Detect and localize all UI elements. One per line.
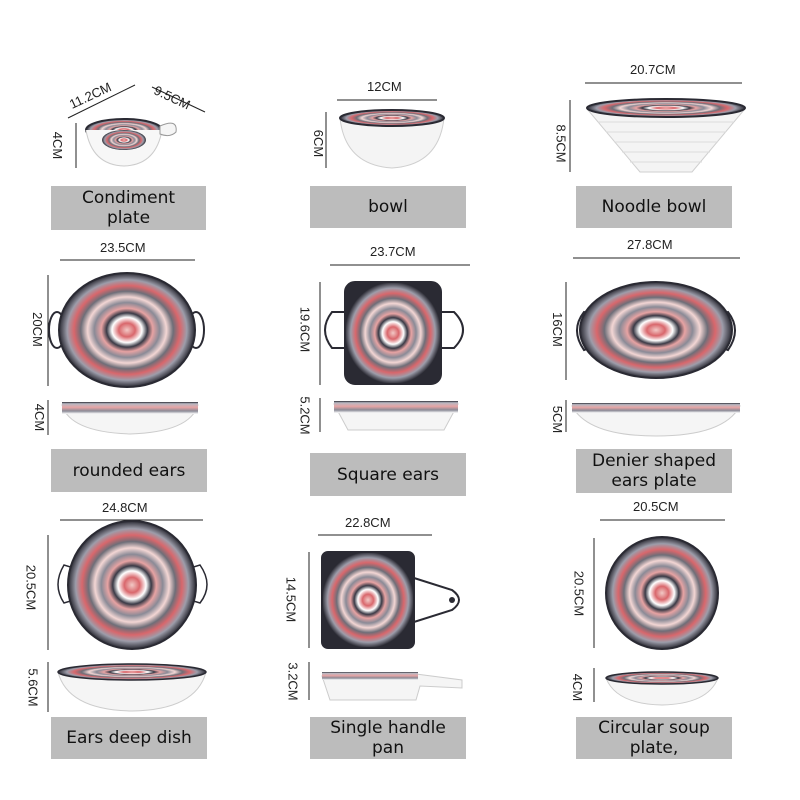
denier-dim-a: 27.8CM <box>627 237 673 252</box>
noodle-dim-a: 20.7CM <box>630 62 676 77</box>
deep-dish-label: Ears deep dish <box>51 717 207 759</box>
handle-pan-label: Single handle pan <box>310 717 466 759</box>
label-line-1: Square ears <box>337 464 439 485</box>
rounded-dim-a: 23.5CM <box>100 240 146 255</box>
label-line-1: Circular soup <box>598 718 710 738</box>
soup-dim-b: 20.5CM <box>571 570 587 617</box>
bowl-label: bowl <box>310 186 466 228</box>
square-ears-label: Square ears <box>310 453 466 496</box>
soup-dim-a: 20.5CM <box>633 499 679 514</box>
label-line-1: Noodle bowl <box>601 197 707 217</box>
condiment-plate-label: Condiment plate <box>51 186 206 230</box>
label-line-1: Ears deep dish <box>66 728 192 748</box>
label-line-1: Denier shaped <box>592 451 716 471</box>
rounded-ears-label: rounded ears <box>51 449 207 492</box>
label-line-1: rounded ears <box>72 460 186 481</box>
label-line-2: ears plate <box>611 471 697 491</box>
label-line-1: Condiment <box>81 188 176 208</box>
soup-plate-label: Circular soup plate, <box>576 717 732 759</box>
label-line-2: plate <box>106 208 151 228</box>
label-line-2: plate, <box>629 738 679 758</box>
label-line-1: Single handle <box>330 718 446 738</box>
soup-dim-h: 4CM <box>570 673 586 702</box>
square-dim-a: 23.7CM <box>370 244 416 259</box>
label-line-2: pan <box>372 738 404 758</box>
denier-plate-label: Denier shaped ears plate <box>576 449 732 493</box>
noodle-bowl-label: Noodle bowl <box>576 186 732 228</box>
label-line-1: bowl <box>368 197 408 217</box>
handle-pan-dim-a: 22.8CM <box>345 515 391 530</box>
bowl-dim-a: 12CM <box>367 79 402 94</box>
deep-dish-dim-a: 24.8CM <box>102 500 148 515</box>
